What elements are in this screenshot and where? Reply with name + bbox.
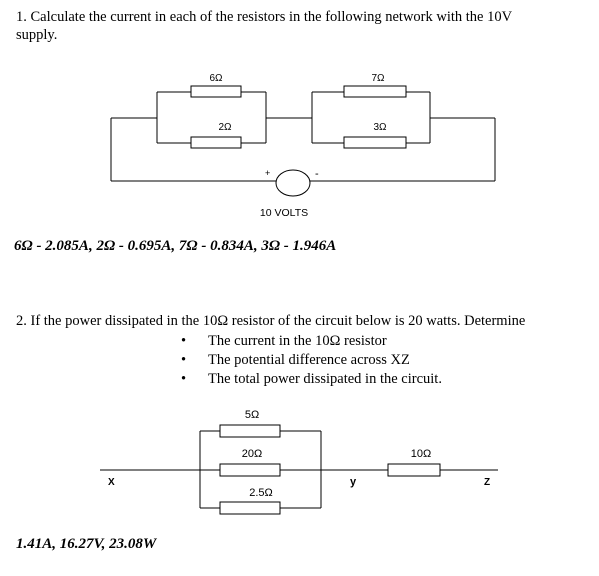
circuit-1 — [110, 85, 496, 197]
node-y-label: y — [350, 476, 357, 488]
circuit-2-labels: 5Ω 20Ω 2.5Ω 10Ω X y Z — [108, 409, 490, 499]
circuit-1-labels: 6Ω 2Ω 7Ω 3Ω + - 10 VOLTS — [209, 73, 387, 219]
label-2-5-ohm: 2.5Ω — [249, 487, 273, 499]
circuit-2 — [100, 424, 498, 515]
answer-1: 6Ω - 2.085A, 2Ω - 0.695A, 7Ω - 0.834A, 3… — [14, 238, 337, 254]
bullet-item: The total power dissipated in the circui… — [181, 370, 442, 389]
resistor-2-ohm — [190, 136, 242, 149]
question-2-bullets: The current in the 10Ω resistor The pote… — [181, 332, 442, 389]
bullet-item: The potential difference across XZ — [181, 351, 442, 370]
positive-terminal-mark: + — [265, 168, 270, 178]
answer-2: 1.41A, 16.27V, 23.08W — [16, 536, 157, 552]
resistor-5-ohm — [219, 424, 281, 438]
label-20-ohm: 20Ω — [242, 448, 262, 460]
resistor-3-ohm — [343, 136, 407, 149]
resistor-20-ohm — [219, 463, 281, 477]
resistor-10-ohm — [387, 463, 441, 477]
source-label: 10 VOLTS — [260, 207, 308, 219]
question-1-text: 1. Calculate the current in each of the … — [16, 9, 513, 25]
resistor-2-5-ohm — [219, 501, 281, 515]
label-3-ohm: 3Ω — [373, 122, 387, 133]
label-6-ohm: 6Ω — [209, 73, 223, 84]
voltage-source-symbol — [275, 169, 311, 197]
question-1-text-continued: supply. — [16, 27, 58, 43]
question-2-text: 2. If the power dissipated in the 10Ω re… — [16, 313, 526, 329]
resistor-6-ohm — [190, 85, 242, 98]
label-2-ohm: 2Ω — [218, 122, 232, 133]
node-x-label: X — [108, 477, 115, 488]
negative-terminal-mark: - — [315, 168, 319, 180]
label-7-ohm: 7Ω — [371, 73, 385, 84]
label-10-ohm: 10Ω — [411, 448, 431, 460]
label-5-ohm: 5Ω — [245, 409, 259, 421]
node-z-label: Z — [484, 477, 490, 488]
bullet-item: The current in the 10Ω resistor — [181, 332, 442, 351]
resistor-7-ohm — [343, 85, 407, 98]
